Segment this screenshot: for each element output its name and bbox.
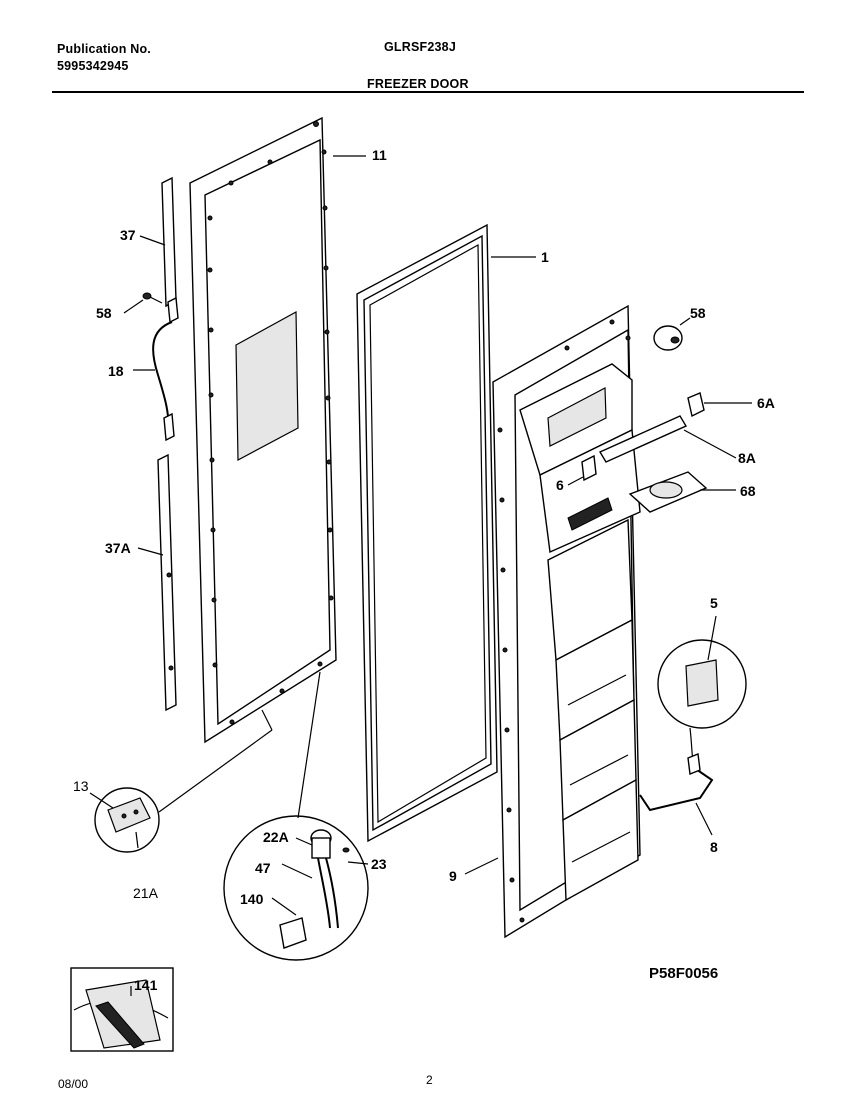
handle-18 [133, 321, 175, 442]
callout-13: 13 [73, 778, 89, 794]
callout-58-left: 58 [96, 305, 112, 321]
handle-trim-37 [139, 176, 177, 308]
section-title: FREEZER DOOR [367, 77, 469, 91]
callout-1: 1 [541, 249, 549, 265]
bar-8A [598, 415, 737, 463]
publication-number: 5995342945 [57, 59, 129, 73]
callout-37: 37 [120, 227, 136, 243]
callout-47: 47 [255, 860, 271, 876]
clip-6A [687, 392, 752, 418]
callout-9: 9 [449, 868, 457, 884]
callout-23: 23 [371, 856, 387, 872]
callout-58-right: 58 [690, 305, 706, 321]
callout-21A: 21A [133, 885, 159, 901]
callout-5: 5 [710, 595, 718, 611]
detail-part-5 [657, 615, 747, 771]
callout-68: 68 [740, 483, 756, 499]
callout-11: 11 [372, 147, 387, 163]
callout-8A: 8A [738, 450, 756, 466]
callout-8: 8 [710, 839, 718, 855]
door-inner-liner [464, 304, 641, 939]
callout-22A: 22A [263, 829, 289, 845]
handle-trim-37A [137, 453, 177, 712]
callout-18: 18 [108, 363, 124, 379]
bracket-6 [567, 454, 597, 486]
door-gasket [356, 223, 536, 843]
detail-door-switch [223, 671, 369, 961]
screw-58-right [653, 317, 691, 351]
header-rule [52, 91, 804, 93]
callout-6: 6 [556, 477, 564, 493]
footer-date: 08/00 [58, 1077, 89, 1091]
detail-hinge-13 [89, 709, 273, 853]
callout-6A: 6A [757, 395, 775, 411]
publication-label: Publication No. [57, 42, 151, 56]
drawing-code: P58F0056 [649, 965, 718, 982]
callout-141: 141 [134, 977, 158, 993]
screw-58-left [123, 292, 179, 324]
model-number: GLRSF238J [384, 40, 456, 54]
inset-part-141 [70, 967, 174, 1052]
footer-page-number: 2 [426, 1073, 433, 1087]
door-outer-panel [189, 116, 366, 744]
bracket-8 [639, 753, 714, 836]
callout-37A: 37A [105, 540, 131, 556]
callout-140: 140 [240, 891, 264, 907]
lever-68 [628, 471, 736, 513]
